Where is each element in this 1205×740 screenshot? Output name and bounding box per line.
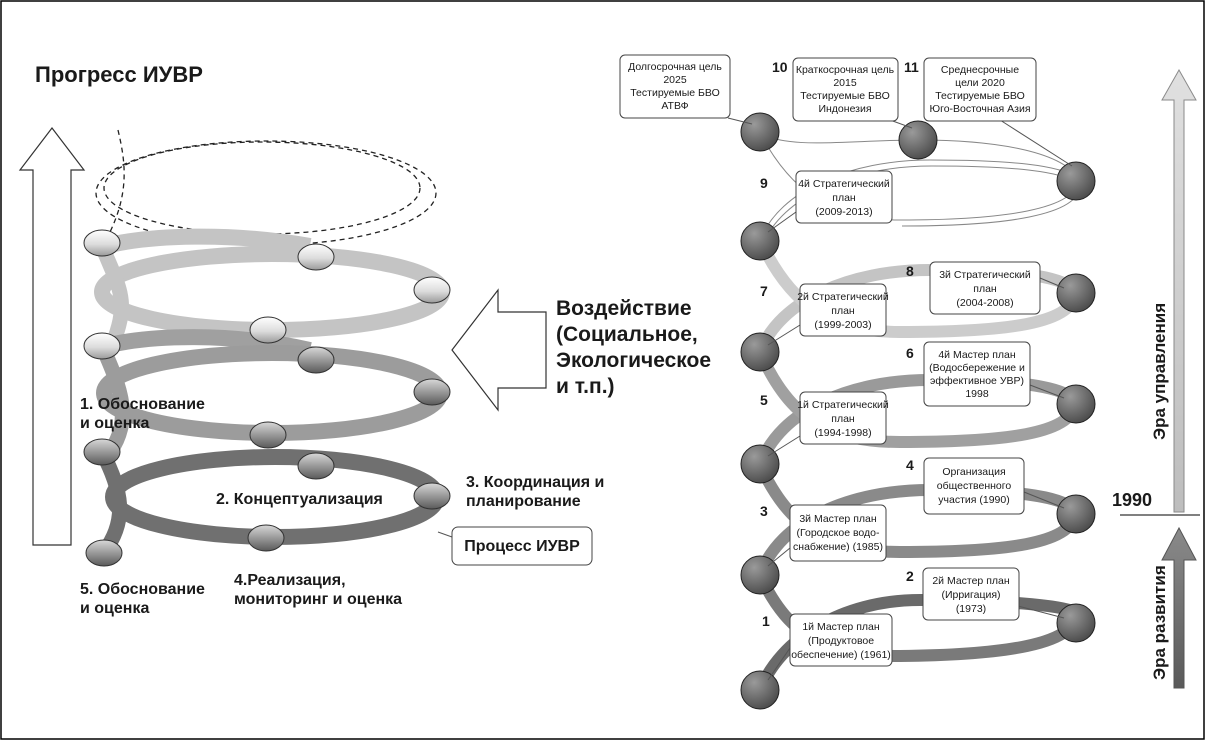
callout-longterm-line2: 2025	[663, 74, 687, 86]
callout-1-line3: обеспечение) (1961)	[791, 649, 891, 661]
callout-box-4	[923, 457, 1025, 515]
callout-9-line2: план	[832, 192, 856, 204]
label-step4-line1: 4.Реализация,	[234, 572, 346, 589]
callout-11-line3: Тестируемые БВО	[935, 90, 1025, 102]
callout-longterm-line1: Долгосрочная цель	[628, 61, 722, 73]
impact-arrow-icon	[451, 288, 547, 412]
callout-11-line1: Среднесрочные	[941, 64, 1019, 76]
callout-box-2	[922, 567, 1020, 621]
era-management-label: Эра управления	[1150, 303, 1169, 440]
callout-box-5	[799, 391, 887, 445]
callout-5-line3: (1994-1998)	[814, 427, 871, 439]
callout-7-number: 7	[760, 283, 768, 299]
process-label: Процесс ИУВР	[464, 538, 580, 555]
era-development-label: Эра развития	[1150, 565, 1169, 680]
callout-10-line1: Краткосрочная цель	[796, 64, 895, 76]
callout-longterm-line3: Тестируемые БВО	[630, 87, 720, 99]
callout-4-line2: общественного	[937, 480, 1012, 492]
callout-6-line4: 1998	[965, 388, 989, 400]
right-callouts: 1й Мастер план (Продуктовое обеспечение)…	[619, 54, 1073, 681]
callout-5-line2: план	[831, 413, 855, 425]
era-year: 1990	[1112, 490, 1152, 510]
page-title: Прогресс ИУВР	[35, 62, 203, 87]
callout-8-line3: (2004-2008)	[956, 297, 1013, 309]
callout-6-number: 6	[906, 345, 914, 361]
era-development-arrow-icon	[1161, 526, 1197, 689]
era-management-arrow-icon	[1161, 68, 1197, 513]
callout-box-9	[795, 170, 893, 224]
callout-3-line3: снабжение) (1985)	[793, 541, 883, 553]
callout-1-number: 1	[762, 613, 770, 629]
callout-11-number: 11	[904, 59, 919, 75]
callout-10-line4: Индонезия	[818, 103, 871, 115]
callout-4-line1: Организация	[942, 466, 1005, 478]
impact-line2: (Социальное,	[556, 323, 698, 346]
callout-8-line1: 3й Стратегический	[939, 269, 1031, 281]
impact-line3: Экологическое	[556, 349, 711, 372]
label-step3-line2: планирование	[466, 493, 581, 510]
callout-2-line1: 2й Мастер план	[932, 575, 1010, 587]
callout-8-line2: план	[973, 283, 997, 295]
callout-2-number: 2	[906, 568, 914, 584]
impact-line1: Воздействие	[556, 297, 692, 320]
callout-7-line2: план	[831, 305, 855, 317]
callout-11-line4: Юго-Восточная Азия	[929, 103, 1030, 115]
label-step1-line2: и оценка	[80, 415, 149, 432]
callout-4-number: 4	[906, 457, 914, 473]
callout-5-number: 5	[760, 392, 768, 408]
callout-10-line2: 2015	[833, 77, 857, 89]
left-nodes	[83, 229, 451, 567]
progress-arrow-icon	[18, 127, 86, 546]
callout-2-line2: (Ирригация)	[941, 589, 1000, 601]
callout-box-3	[789, 504, 887, 562]
right-nodes	[740, 112, 1096, 710]
callout-8-number: 8	[906, 263, 914, 279]
callout-6-line2: (Водосбережение и	[929, 362, 1025, 374]
callout-2-line3: (1973)	[956, 603, 986, 615]
callout-11-line2: цели 2020	[955, 77, 1005, 89]
callout-7-line1: 2й Стратегический	[797, 291, 889, 303]
callout-box-1	[789, 613, 893, 667]
label-step1-line1: 1. Обоснование	[80, 396, 205, 413]
callout-box-6	[923, 341, 1031, 407]
callout-9-line1: 4й Стратегический	[798, 178, 890, 190]
callout-box-8	[929, 261, 1041, 315]
process-callout: Процесс ИУВР	[437, 526, 593, 566]
label-step4-line2: мониторинг и оценка	[234, 591, 402, 608]
label-step3-line1: 3. Координация и	[466, 474, 604, 491]
callout-9-line3: (2009-2013)	[815, 206, 872, 218]
callout-3-line2: (Городское водо-	[797, 527, 880, 539]
callout-box-7	[799, 283, 887, 337]
callout-box-longterm	[619, 54, 731, 119]
callout-6-line3: эффективное УВР)	[930, 375, 1024, 387]
callout-6-line1: 4й Мастер план	[938, 349, 1016, 361]
callout-5-line1: 1й Стратегический	[797, 399, 889, 411]
callout-10-number: 10	[772, 59, 788, 75]
callout-1-line2: (Продуктовое	[808, 635, 874, 647]
callout-10-line3: Тестируемые БВО	[800, 90, 890, 102]
callout-box-10	[792, 57, 899, 122]
callout-1-line1: 1й Мастер план	[802, 621, 880, 633]
callout-longterm-line4: АТВФ	[661, 100, 688, 112]
callout-9-number: 9	[760, 175, 768, 191]
callout-3-number: 3	[760, 503, 768, 519]
label-step2: 2. Концептуализация	[216, 491, 383, 508]
label-step5-line2: и оценка	[80, 600, 149, 617]
callout-box-11	[923, 57, 1037, 122]
callout-4-line3: участия (1990)	[938, 494, 1009, 506]
callout-7-line3: (1999-2003)	[814, 319, 871, 331]
label-step5-line1: 5. Обоснование	[80, 581, 205, 598]
impact-line4: и т.п.)	[556, 375, 615, 398]
callout-3-line1: 3й Мастер план	[799, 513, 877, 525]
future-spiral	[95, 129, 437, 246]
